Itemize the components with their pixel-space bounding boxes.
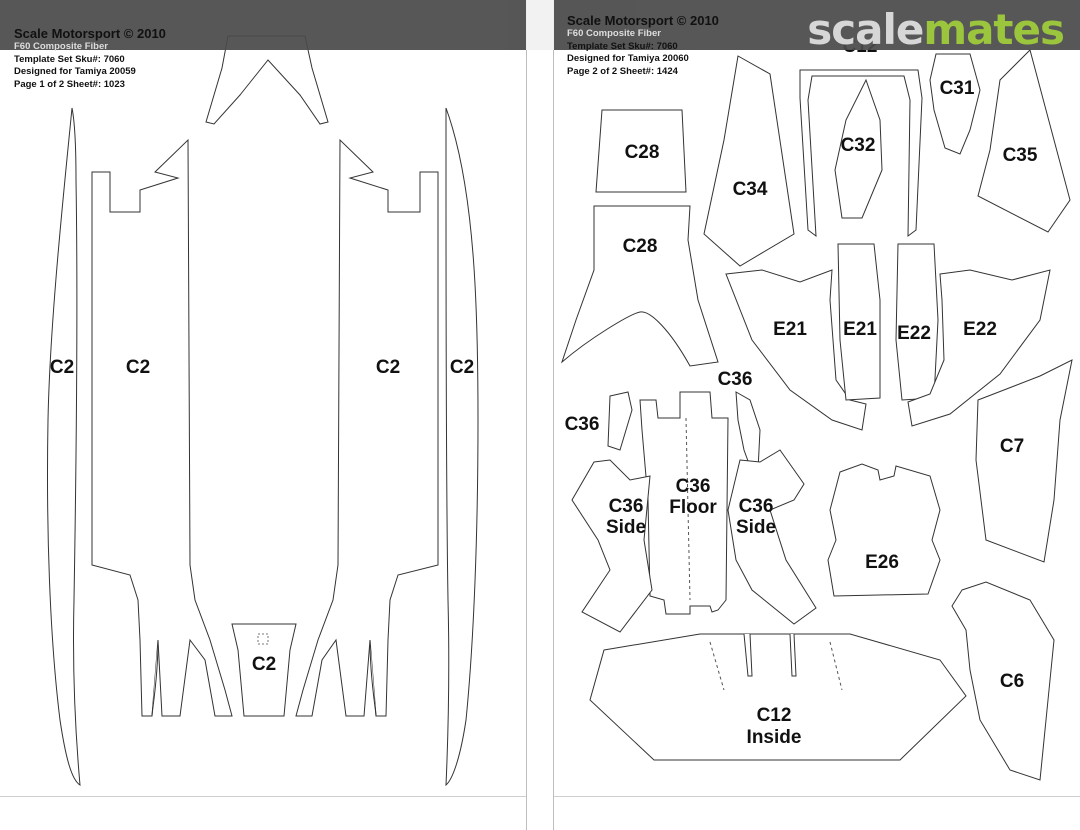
part-label: E21 — [843, 319, 877, 340]
part-label: Side — [736, 517, 776, 538]
part-label: C31 — [940, 78, 975, 99]
part-label: Inside — [747, 727, 802, 748]
part-label: Side — [606, 517, 646, 538]
part-label: C36 — [676, 476, 711, 497]
part-label: C34 — [733, 179, 768, 200]
part-label: E26 — [865, 552, 899, 573]
sheet-1-header: Scale Motorsport © 2010 F60 Composite Fi… — [14, 26, 166, 91]
part-label: E22 — [897, 323, 931, 344]
watermark-part1: scale — [807, 5, 924, 54]
scalemates-watermark-logo: scalemates — [807, 5, 1065, 54]
sheet-1-labels: C2 C2 C2 C2 C2 — [50, 357, 474, 675]
part-label: C2 — [252, 654, 276, 675]
sheet-designed-for: Designed for Tamiya 20059 — [14, 66, 136, 77]
part-label: C12 — [757, 705, 792, 726]
center-piece — [231, 623, 297, 717]
sheet-sku: Template Set Sku#: 7060 — [567, 40, 678, 52]
part-label: C32 — [841, 135, 876, 156]
sheet-subtitle: F60 Composite Fiber — [567, 28, 661, 39]
sheet-brand: Scale Motorsport © 2010 — [567, 13, 719, 28]
floor-panel-right — [295, 138, 439, 717]
side-strip-left — [47, 107, 81, 786]
part-label: C6 — [1000, 671, 1024, 692]
floor-panel-left — [91, 138, 233, 717]
part-label: C36 — [739, 496, 774, 517]
sheet-brand: Scale Motorsport © 2010 — [14, 26, 166, 41]
part-label: C36 — [609, 496, 644, 517]
sheet-page: Page 2 of 2 Sheet#: 1424 — [567, 65, 678, 77]
part-label: C35 — [1003, 145, 1038, 166]
part-label: E21 — [773, 319, 807, 340]
sheet-2-bottom-rule — [554, 796, 1080, 797]
part-label: C36 — [565, 414, 600, 435]
part-label: C2 — [50, 357, 74, 378]
part-label: C2 — [376, 357, 400, 378]
sheet-2-header: Scale Motorsport © 2010 F60 Composite Fi… — [567, 13, 719, 78]
watermark-part2: mates — [923, 5, 1065, 54]
sheet-2-parts — [560, 49, 1073, 781]
part-label: C28 — [623, 236, 658, 257]
part-label: E22 — [963, 319, 997, 340]
sheet-subtitle: F60 Composite Fiber — [14, 41, 108, 52]
sheet-gutter — [527, 0, 553, 830]
sheet-1-bottom-rule — [0, 796, 526, 797]
part-label: C28 — [625, 142, 660, 163]
side-strip-right — [445, 107, 479, 787]
sheet-page: Page 1 of 2 Sheet#: 1023 — [14, 78, 125, 90]
part-label: C2 — [126, 357, 150, 378]
sheet-2-labels: C12 C31 C32 C35 C28 C34 C28 E21 E21 E22 … — [565, 36, 1038, 748]
sheet-1-parts — [47, 35, 479, 787]
sheet-sku: Template Set Sku#: 7060 — [14, 53, 125, 65]
sheet-designed-for: Designed for Tamiya 20060 — [567, 53, 689, 64]
part-label: C36 — [718, 369, 753, 390]
part-label: Floor — [669, 497, 717, 518]
part-label: C7 — [1000, 436, 1024, 457]
header-divider — [526, 0, 554, 50]
header-band — [0, 0, 1080, 50]
part-label: C2 — [450, 357, 474, 378]
